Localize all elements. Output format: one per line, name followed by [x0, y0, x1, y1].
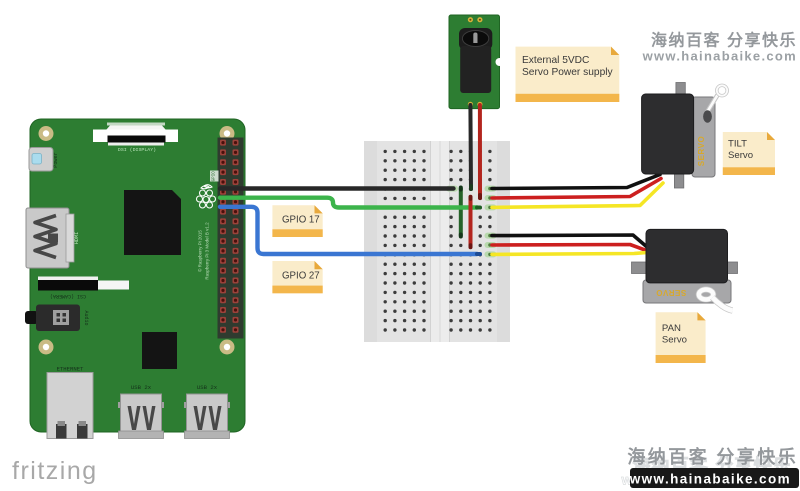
- svg-text:GPIO: GPIO: [212, 171, 216, 182]
- svg-text:fritzing: fritzing: [12, 457, 98, 485]
- svg-text:ETHERNET: ETHERNET: [57, 366, 84, 373]
- svg-text:TILT: TILT: [728, 139, 747, 150]
- svg-text:PAN: PAN: [662, 323, 681, 334]
- svg-text:Servo Power supply: Servo Power supply: [522, 67, 614, 78]
- svg-text:www.hainabaike.com: www.hainabaike.com: [629, 472, 791, 487]
- svg-text:Servo: Servo: [662, 335, 687, 346]
- svg-text:SERVO: SERVO: [697, 136, 706, 166]
- svg-text:GPIO 17: GPIO 17: [282, 214, 320, 225]
- svg-text:Audio: Audio: [83, 310, 89, 325]
- svg-text:USB 2x: USB 2x: [131, 384, 152, 391]
- svg-text:www.hainabaike.com: www.hainabaike.com: [642, 49, 797, 64]
- svg-text:SERVO: SERVO: [656, 288, 686, 297]
- svg-text:Power: Power: [53, 152, 59, 168]
- svg-text:DSI (DISPLAY): DSI (DISPLAY): [118, 147, 156, 153]
- svg-text:海纳百客 分享快乐: 海纳百客 分享快乐: [651, 31, 797, 50]
- svg-text:海纳百客 分享快乐: 海纳百客 分享快乐: [627, 446, 798, 467]
- svg-text:External 5VDC: External 5VDC: [522, 55, 589, 66]
- svg-text:HDMI: HDMI: [74, 232, 80, 244]
- svg-text:Raspberry Pi 3 Model B v1.2: Raspberry Pi 3 Model B v1.2: [205, 222, 210, 280]
- svg-text:© Raspberry Pi 2015: © Raspberry Pi 2015: [197, 230, 203, 272]
- svg-text:GPIO 27: GPIO 27: [282, 270, 320, 281]
- svg-text:Servo: Servo: [728, 150, 753, 161]
- svg-text:CSI (CAMERA): CSI (CAMERA): [50, 293, 86, 299]
- svg-text:USB 2x: USB 2x: [197, 384, 218, 391]
